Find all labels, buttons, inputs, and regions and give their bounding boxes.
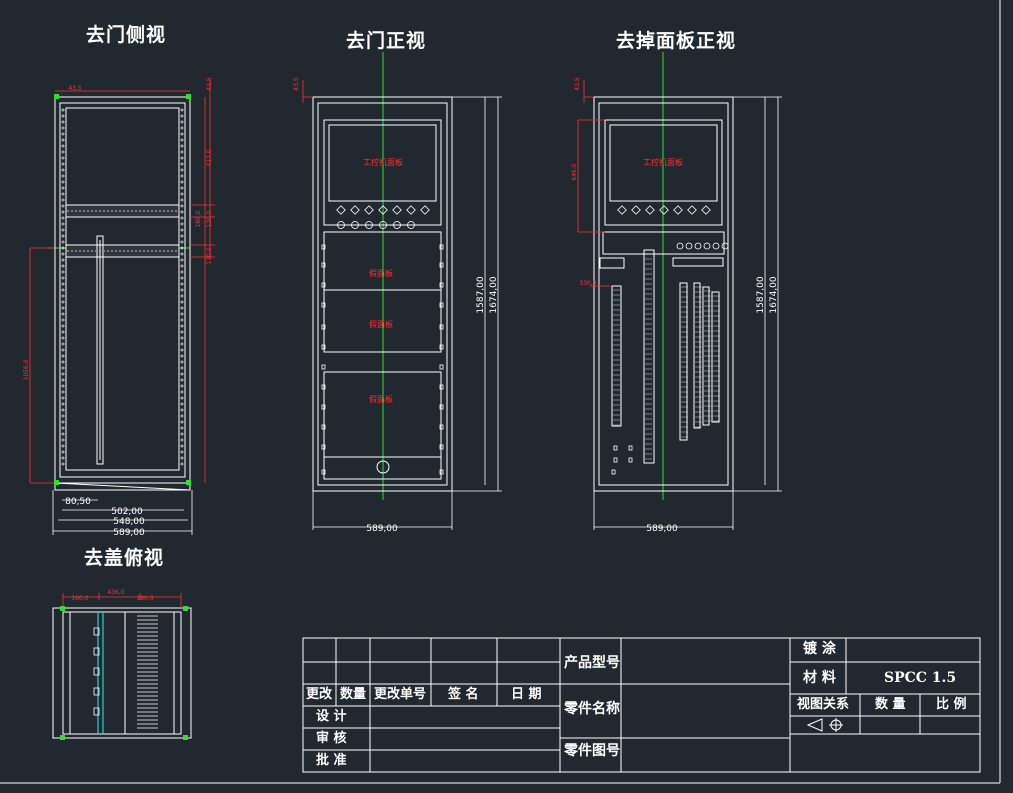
top-view-slots	[93, 615, 158, 729]
dim-front-w: 589,00	[366, 524, 398, 534]
projection-symbol-icon	[806, 718, 843, 732]
dim-rem-left: 646,0	[571, 163, 578, 180]
count-label: 数量	[340, 687, 367, 702]
dim-side-b2: 502,00	[111, 507, 143, 517]
top-view-dims	[62, 593, 182, 608]
scale-label: 比 例	[936, 697, 967, 712]
dim-top-a: 160,0	[71, 595, 88, 602]
front-view	[312, 96, 453, 492]
top-view	[52, 607, 192, 739]
dim-front-h2: 1674,00	[489, 276, 499, 313]
blank-panel-label-3: 假面板	[369, 394, 393, 404]
dim-side-b1: 80,50	[65, 497, 91, 507]
change-label: 更改	[306, 687, 333, 702]
quantity-label: 数 量	[875, 697, 906, 712]
side-view-title: 去门侧视	[86, 24, 167, 46]
panel-removed-buttons	[611, 205, 729, 475]
view-relation-label: 视图关系	[797, 697, 850, 712]
ipc-panel-label-removed: 工控机面板	[643, 157, 683, 167]
side-view-rails	[61, 108, 184, 466]
dim-top-c: 180,0	[136, 595, 153, 602]
dim-side-right-top: 43,5	[206, 77, 213, 91]
panel-removed-view	[593, 96, 734, 492]
dim-side-left: 1056,0	[23, 359, 30, 380]
blank-panel-label-1: 假面板	[369, 268, 393, 278]
part-name-label: 零件名称	[564, 701, 620, 717]
dim-rem-w: 589,00	[646, 524, 678, 534]
signature-label: 签 名	[448, 687, 479, 702]
top-view-title: 去盖俯视	[84, 547, 165, 569]
blank-panel-label-2: 假面板	[369, 319, 393, 329]
date-label: 日 期	[511, 687, 542, 702]
part-drawing-no-label: 零件图号	[564, 743, 620, 759]
material-value: SPCC 1.5	[884, 670, 957, 686]
review-label: 审 核	[316, 731, 347, 746]
front-view-title: 去门正视	[346, 30, 427, 52]
side-view-dims	[29, 80, 215, 484]
dim-side-d2: 160,0	[195, 210, 202, 227]
dim-side-b4: 589,00	[113, 528, 145, 538]
dim-front-top: 43,5	[293, 77, 300, 91]
dim-side-d4: 170,0	[206, 247, 213, 264]
drawing-frame	[0, 0, 1001, 784]
dim-side-d3: 120,0	[206, 210, 213, 227]
design-label: 设 计	[316, 709, 347, 724]
dim-front-h1: 1587,00	[476, 276, 486, 313]
dim-side-b3: 548,00	[113, 517, 145, 527]
side-view-bottom-dims	[52, 490, 193, 535]
front-view-red-dims	[302, 80, 313, 103]
front-view-dims	[312, 96, 502, 530]
dim-rem-top: 43,5	[574, 77, 581, 91]
ipc-panel-label-front: 工控机面板	[363, 157, 403, 167]
material-label: 材 料	[803, 670, 836, 686]
center-lines	[48, 52, 664, 500]
dim-side-top: 43,5	[68, 85, 82, 92]
panel-removed-view-title: 去掉面板正视	[616, 30, 737, 52]
dim-rem-small: 330,0	[579, 280, 596, 287]
top-view-cyan	[97, 612, 104, 734]
dim-top-b: 436,0	[107, 589, 124, 596]
dim-rem-h2: 1674,00	[769, 276, 779, 313]
title-block-lines	[302, 637, 981, 773]
product-model-label: 产品型号	[564, 655, 620, 671]
coating-label: 镀 涂	[803, 641, 836, 657]
dim-rem-h1: 1587,00	[756, 276, 766, 313]
dim-side-d1: 417,0	[206, 149, 213, 166]
change-doc-label: 更改单号	[374, 687, 427, 702]
panel-removed-dims	[593, 96, 782, 530]
side-view	[54, 96, 191, 491]
panel-removed-red-dims	[577, 80, 612, 287]
top-view-green-corners	[54, 94, 191, 740]
approve-label: 批 准	[316, 753, 347, 768]
front-view-buttons	[321, 205, 444, 475]
